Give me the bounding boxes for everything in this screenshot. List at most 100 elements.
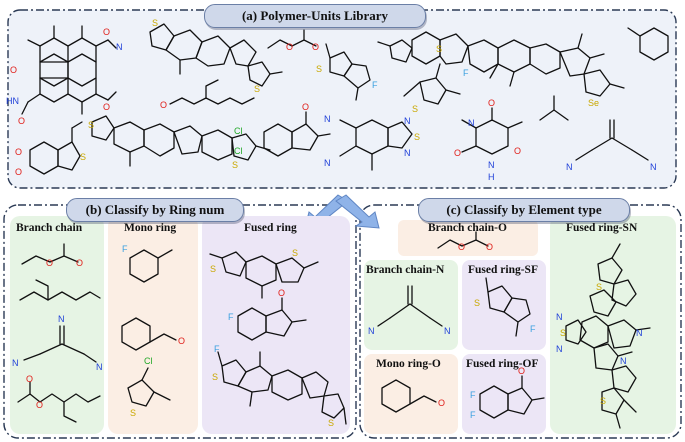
indacenodithiophene-molecule	[217, 351, 347, 425]
atom-o: O	[458, 242, 465, 252]
branch-chain-o-label: Branch chain-O	[428, 222, 507, 234]
branch-chain-o-box	[398, 220, 538, 256]
atom-f: F	[470, 410, 476, 420]
fluoro-thienothiophene-molecule	[325, 43, 371, 101]
atom-n: N	[368, 326, 375, 336]
atom-hn: HN	[6, 96, 19, 106]
methylthiophene-molecule	[403, 63, 461, 105]
atom-f: F	[214, 344, 220, 354]
fused-ring-sn-box	[550, 216, 676, 434]
atom-s: S	[212, 372, 218, 382]
benzothiadiazole-molecule	[339, 119, 413, 171]
atom-n: N	[404, 116, 411, 126]
atom-cl: Cl	[144, 356, 153, 366]
atom-o: O	[178, 336, 185, 346]
atom-f: F	[530, 324, 536, 334]
chloro-methylthiophene-molecule	[127, 367, 171, 407]
methyl-formate-molecule	[267, 29, 317, 49]
dicyanovinyl-molecule	[377, 285, 443, 327]
ethylhexyl-chain-molecule	[169, 79, 255, 105]
atom-o: O	[486, 242, 493, 252]
atom-o: O	[312, 42, 319, 52]
atom-n: N	[96, 362, 103, 372]
atom-n: N	[324, 114, 331, 124]
fused-ring-of-box	[462, 354, 546, 434]
atom-s: S	[232, 160, 238, 170]
fused-ring-label: Fused ring	[244, 222, 297, 234]
indacenodithiophene-molecule	[149, 23, 283, 87]
naphthalene-diimide-molecule	[21, 25, 117, 115]
atom-s: S	[292, 248, 298, 258]
fused-ring-sn-label: Fused ring-SN	[566, 222, 638, 234]
atom-o: O	[514, 146, 521, 156]
atom-s: S	[596, 282, 602, 292]
atom-s: S	[474, 298, 480, 308]
panel-c-title: (c) Classify by Element type	[418, 198, 630, 222]
atom-s: S	[130, 408, 136, 418]
atom-n: N	[488, 160, 495, 170]
atom-n: N	[468, 118, 475, 128]
atom-o: O	[278, 288, 285, 298]
atom-n: N	[636, 328, 643, 338]
atom-o: O	[438, 398, 445, 408]
atom-n: N	[404, 148, 411, 158]
ester-chain-molecule	[17, 381, 101, 423]
fluoro-indanone-molecule	[479, 375, 545, 419]
atom-s: S	[88, 120, 94, 130]
atom-f: F	[228, 312, 234, 322]
fused-ring-molecule	[91, 115, 271, 167]
atom-o: O	[46, 258, 53, 268]
atom-f: F	[470, 390, 476, 400]
fused-selenophene-molecule	[377, 31, 625, 97]
panel-b-title: (b) Classify by Ring num	[66, 198, 244, 222]
atom-o: O	[15, 147, 22, 157]
atom-n: N	[444, 326, 451, 336]
branch-chain-box	[10, 216, 104, 434]
barbiturate-molecule	[461, 107, 523, 155]
atom-o: O	[36, 400, 43, 410]
fused-ring-sn-molecule	[565, 243, 651, 429]
toluene-molecule	[627, 27, 669, 61]
atom-s: S	[328, 418, 334, 428]
atom-s: S	[152, 18, 158, 28]
atom-s: S	[316, 64, 322, 74]
atom-n: N	[116, 42, 123, 52]
methyl-formate-molecule	[21, 243, 79, 265]
atom-n: N	[650, 162, 657, 172]
fused-ring-sf-box	[462, 260, 546, 350]
atom-n: N	[556, 312, 563, 322]
atom-o: O	[302, 102, 309, 112]
atom-s: S	[412, 104, 418, 114]
isobutane-molecule	[539, 95, 569, 121]
fused-ring-of-label: Fused ring-OF	[466, 358, 539, 370]
fluoro-thienothiophene-molecule	[485, 277, 531, 337]
panel-a-title: (a) Polymer-Units Library	[204, 4, 426, 28]
dicyanovinyl-molecule	[23, 325, 97, 363]
atom-cl: Cl	[234, 126, 243, 136]
atom-n: N	[12, 358, 19, 368]
atom-s: S	[600, 396, 606, 406]
dichloro-indanone-molecule	[263, 111, 331, 157]
atom-o: O	[18, 116, 25, 126]
ethylhexyl-chain-molecule	[19, 279, 101, 301]
mono-ring-label: Mono ring	[124, 222, 177, 234]
dicyanovinyl-molecule	[575, 119, 649, 161]
atom-n: N	[556, 344, 563, 354]
atom-f: F	[122, 244, 128, 254]
atom-o: O	[286, 42, 293, 52]
ethylenedioxythiophene-molecule	[29, 121, 83, 175]
atom-o: O	[160, 100, 167, 110]
benzaldehyde-molecule	[381, 379, 437, 413]
atom-o: O	[10, 65, 17, 75]
atom-o: O	[454, 148, 461, 158]
mono-ring-o-box	[364, 354, 458, 434]
atom-n: N	[324, 158, 331, 168]
atom-s: S	[436, 44, 442, 54]
mono-ring-o-label: Mono ring-O	[376, 358, 441, 370]
atom-o: O	[103, 27, 110, 37]
benzaldehyde-molecule	[121, 317, 177, 351]
methyl-formate-molecule	[437, 231, 489, 249]
atom-o: O	[26, 374, 33, 384]
atom-o: O	[15, 167, 22, 177]
